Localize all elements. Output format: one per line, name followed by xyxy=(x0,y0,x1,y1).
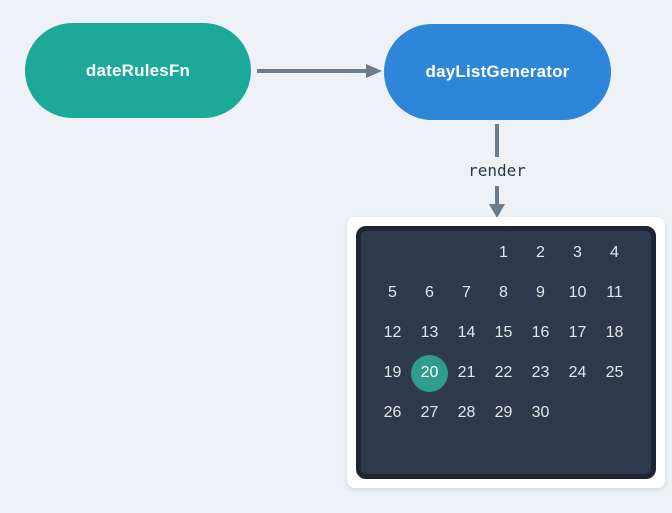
calendar-day[interactable]: 28 xyxy=(448,393,485,433)
calendar-day[interactable]: 19 xyxy=(374,353,411,393)
calendar-day-number: 13 xyxy=(420,324,439,341)
calendar-day[interactable]: 30 xyxy=(522,393,559,433)
calendar-empty-cell xyxy=(448,233,485,273)
calendar-day[interactable]: 13 xyxy=(411,313,448,353)
calendar-day[interactable]: 26 xyxy=(374,393,411,433)
calendar-day-number: 14 xyxy=(457,324,476,341)
calendar-day[interactable]: 16 xyxy=(522,313,559,353)
calendar-day-number: 21 xyxy=(457,364,476,381)
calendar-day[interactable]: 2 xyxy=(522,233,559,273)
calendar-empty-cell xyxy=(374,233,411,273)
calendar-day[interactable]: 9 xyxy=(522,273,559,313)
calendar-day[interactable]: 15 xyxy=(485,313,522,353)
calendar-day-number: 6 xyxy=(425,284,434,301)
calendar-day[interactable]: 27 xyxy=(411,393,448,433)
calendar-day-number: 11 xyxy=(606,284,623,301)
calendar-day-number: 15 xyxy=(494,324,513,341)
calendar-day-number: 20 xyxy=(411,354,448,392)
calendar-day[interactable]: 3 xyxy=(559,233,596,273)
calendar-day-number: 22 xyxy=(494,364,513,381)
calendar-day[interactable]: 25 xyxy=(596,353,633,393)
edge-label-render: render xyxy=(468,161,526,180)
calendar-day-number: 27 xyxy=(420,404,439,421)
calendar-day-number: 5 xyxy=(388,284,397,301)
calendar-day[interactable]: 8 xyxy=(485,273,522,313)
calendar-day[interactable]: 4 xyxy=(596,233,633,273)
calendar-day-number: 8 xyxy=(499,284,508,301)
calendar-day[interactable]: 11 xyxy=(596,273,633,313)
calendar-day-number: 18 xyxy=(605,324,624,341)
calendar-day-number: 1 xyxy=(499,244,508,261)
calendar-day-number: 12 xyxy=(383,324,402,341)
calendar-day-number: 9 xyxy=(536,284,545,301)
arrow-head-down-icon xyxy=(489,204,505,218)
calendar-day-number: 23 xyxy=(531,364,550,381)
calendar-day-number: 3 xyxy=(573,244,582,261)
calendar-day[interactable]: 18 xyxy=(596,313,633,353)
node-dateRulesFn: dateRulesFn xyxy=(25,23,251,118)
node-dayListGenerator-label: dayListGenerator xyxy=(425,62,570,81)
calendar-day[interactable]: 24 xyxy=(559,353,596,393)
calendar-day-number: 25 xyxy=(605,364,624,381)
calendar-day[interactable]: 1 xyxy=(485,233,522,273)
node-dateRulesFn-label: dateRulesFn xyxy=(85,60,191,80)
calendar-day-number: 19 xyxy=(383,364,402,381)
calendar-day-number: 26 xyxy=(383,404,402,421)
calendar-day-number: 29 xyxy=(494,404,513,421)
arrow-head-right-icon xyxy=(366,64,382,78)
calendar-day-number: 16 xyxy=(531,324,550,341)
node-dayListGenerator: dayListGenerator xyxy=(384,24,611,120)
calendar-day[interactable]: 5 xyxy=(374,273,411,313)
calendar-day-number: 30 xyxy=(531,404,550,421)
calendar-day[interactable]: 22 xyxy=(485,353,522,393)
calendar-day-number: 24 xyxy=(568,364,587,381)
calendar-day-selected[interactable]: 20 xyxy=(411,353,448,393)
calendar-day[interactable]: 14 xyxy=(448,313,485,353)
calendar-day[interactable]: 21 xyxy=(448,353,485,393)
calendar-day[interactable]: 10 xyxy=(559,273,596,313)
calendar-day[interactable]: 29 xyxy=(485,393,522,433)
calendar-day-number: 4 xyxy=(610,244,619,261)
calendar-day-number: 2 xyxy=(536,244,545,261)
calendar-day[interactable]: 17 xyxy=(559,313,596,353)
calendar-day-number: 10 xyxy=(568,284,587,301)
calendar-day[interactable]: 7 xyxy=(448,273,485,313)
calendar-day-number: 28 xyxy=(457,404,476,421)
calendar-day-number: 7 xyxy=(462,284,471,301)
calendar-day[interactable]: 6 xyxy=(411,273,448,313)
calendar-empty-cell xyxy=(411,233,448,273)
calendar-day-number: 17 xyxy=(568,324,587,341)
calendar-day[interactable]: 23 xyxy=(522,353,559,393)
calendar-day[interactable]: 12 xyxy=(374,313,411,353)
